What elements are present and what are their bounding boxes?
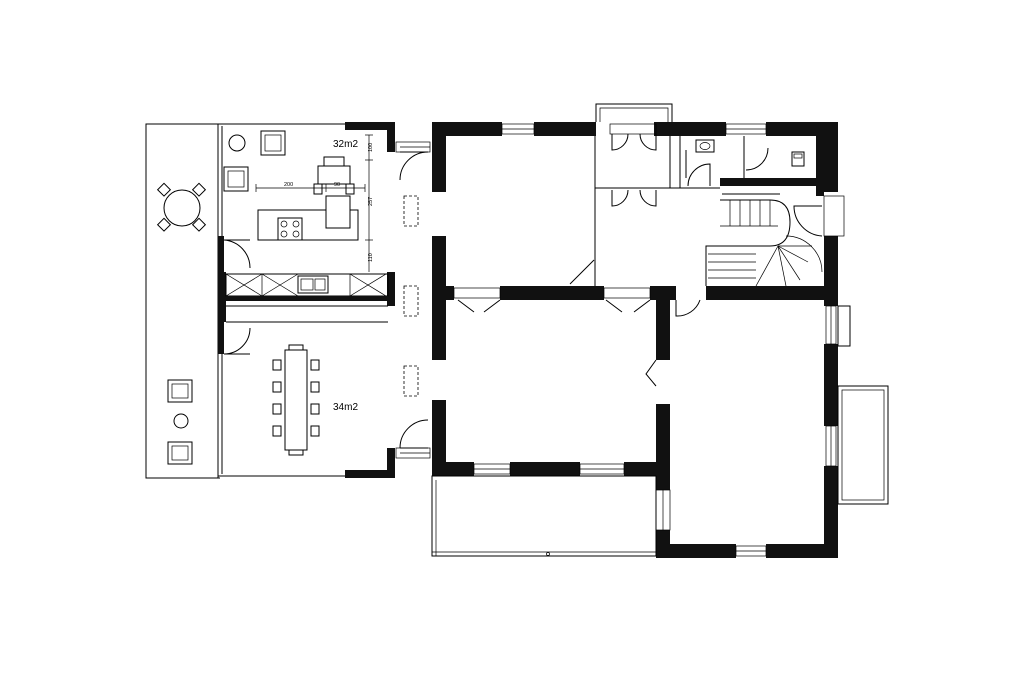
- outdoor-lounge-set: [167, 379, 193, 465]
- interior-doors: [453, 133, 845, 531]
- dimension-height-c: 110: [368, 253, 374, 262]
- north-bay-window: [595, 103, 673, 135]
- bathroom-fixtures: [685, 139, 805, 178]
- east-balcony: [837, 305, 889, 505]
- dining-table: [272, 344, 320, 456]
- dimension-height-b: 257: [368, 197, 374, 206]
- south-veranda: [431, 475, 657, 557]
- dining-side-door: [218, 322, 251, 355]
- windows: [473, 123, 837, 557]
- dimension-width-a: 200: [284, 182, 293, 188]
- interior-partitions: [594, 136, 816, 286]
- kitchen-counter-run: [225, 273, 389, 323]
- main-house-walls: [432, 122, 838, 558]
- outdoor-round-table: [156, 182, 207, 232]
- column-markers: [403, 195, 419, 397]
- staircase: [705, 193, 823, 287]
- dimension-lines: [255, 134, 373, 272]
- dining-area-label: 34m2: [333, 402, 358, 413]
- extension-doors: [395, 141, 431, 459]
- dimension-height-a: 100: [368, 143, 374, 152]
- extension-walls: [218, 122, 395, 478]
- kitchen-furniture: [223, 130, 359, 241]
- kitchen-side-door: [218, 236, 251, 276]
- kitchen-sink: [297, 275, 329, 294]
- kitchen-area-label: 32m2: [333, 139, 358, 150]
- dimension-width-b: 90: [334, 182, 340, 188]
